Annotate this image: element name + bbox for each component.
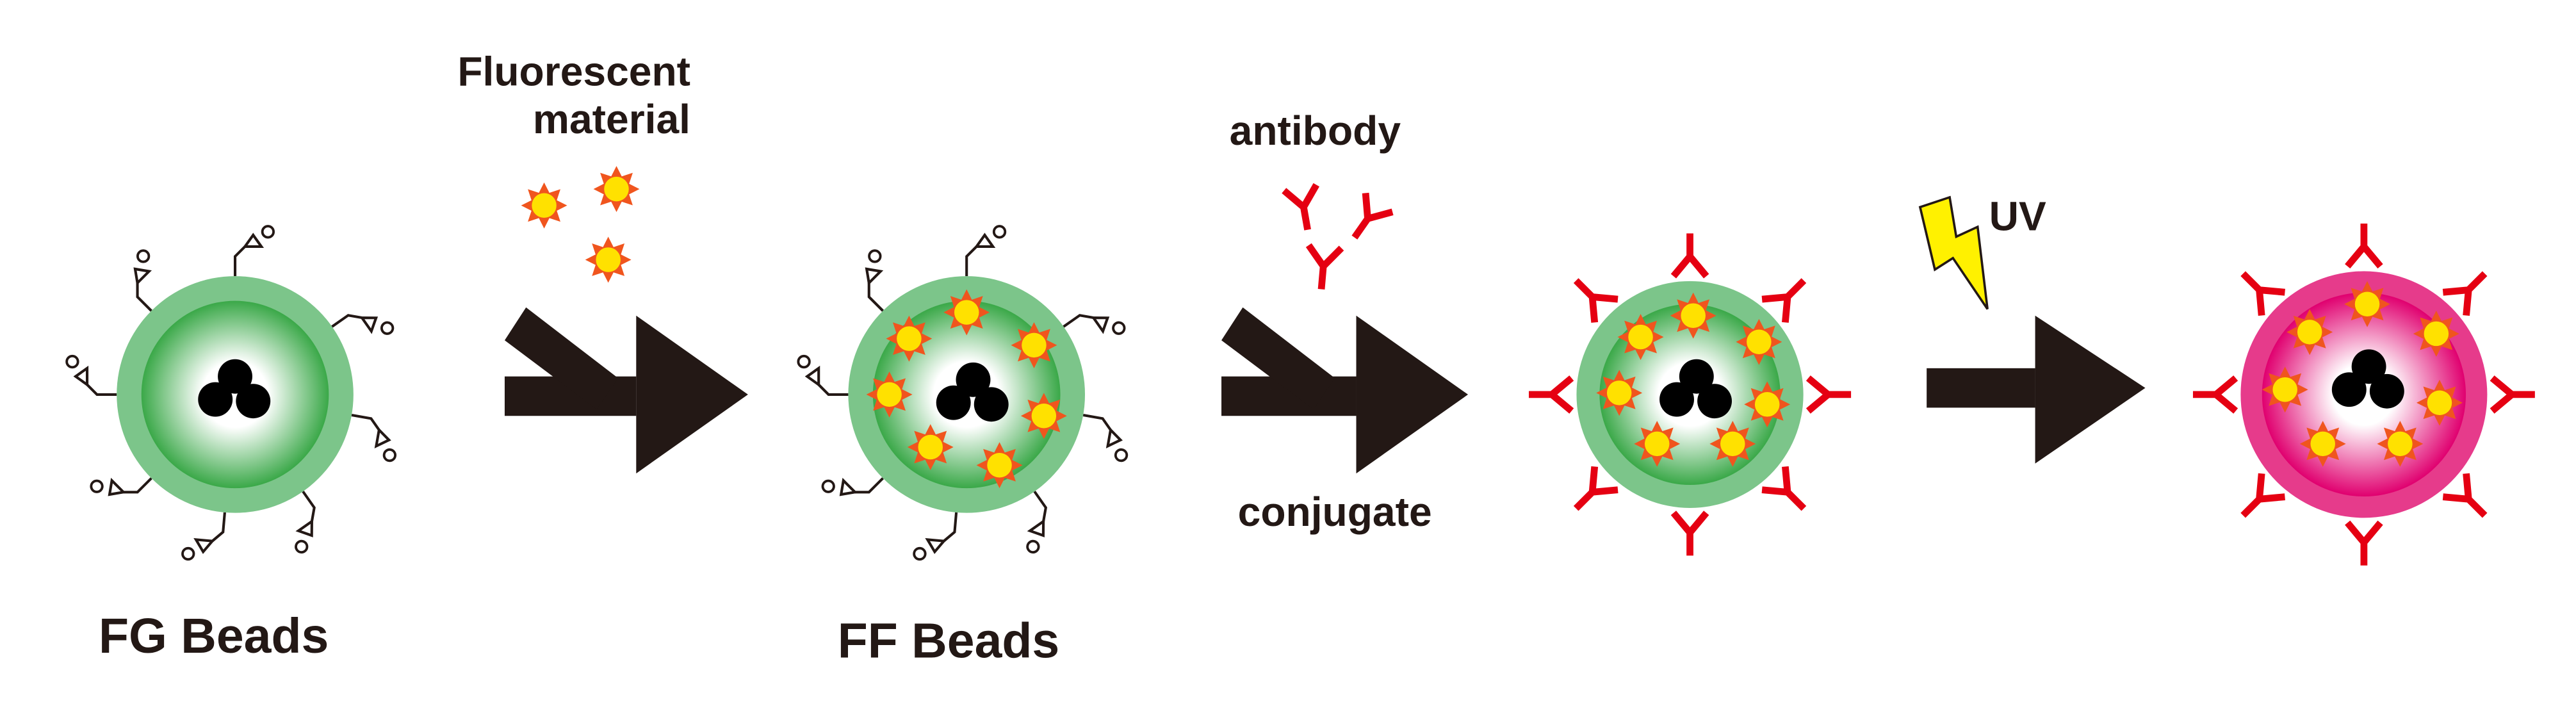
antibody-icon <box>1341 193 1392 247</box>
fluorescent-star-icon <box>521 182 567 229</box>
fluorescent-star-icon <box>866 371 913 418</box>
fluorescent-star-icon <box>1011 322 1057 368</box>
fluorescent-star-icon <box>2344 281 2390 327</box>
antibody-icon <box>1284 185 1324 233</box>
epoxy-group-icon <box>67 356 117 395</box>
antibody-icon <box>2193 378 2236 411</box>
fluorescent-star-icon <box>1596 370 1643 416</box>
fluorescent-star-icon <box>1670 292 1716 339</box>
fluorescent-star-icon <box>1020 393 1067 439</box>
bead-core <box>141 300 329 489</box>
fluorescent-star-icon <box>585 236 632 283</box>
arrow-branch <box>1221 307 1335 409</box>
fluorescent-star-icon <box>1617 314 1664 360</box>
epoxy-group-icon <box>798 356 848 395</box>
arrow-icon <box>2035 315 2146 464</box>
fluorescent-star-icon <box>593 166 640 213</box>
antibody-icon <box>1529 378 1572 411</box>
epoxy-group-icon <box>345 415 401 462</box>
antibody-label: antibody <box>1230 108 1401 154</box>
arrow-icon <box>1356 315 1469 474</box>
fluorescent-star-icon <box>1736 318 1782 365</box>
fg-bead <box>67 226 401 562</box>
fluorescent-star-icon <box>943 289 990 336</box>
fluorescent-star-icon <box>1744 381 1791 428</box>
epoxy-group-icon <box>235 226 273 276</box>
antibody-icon <box>2347 224 2380 266</box>
epoxy-group-icon <box>1077 415 1132 462</box>
uv-arrow <box>1927 315 2146 464</box>
epoxy-group-icon <box>913 509 956 562</box>
conjugated-bead <box>1529 233 1851 555</box>
fluorescent-star-icon <box>2413 311 2459 357</box>
fluorescent-particles <box>521 166 640 283</box>
antibody-icon <box>1674 513 1706 556</box>
free-antibodies <box>1284 185 1392 291</box>
antibody-icon <box>1808 378 1851 411</box>
arrow-shaft <box>1927 368 2035 408</box>
fluorescent-star-icon <box>2299 420 2346 467</box>
fluorescent-star-icon <box>1709 420 1756 467</box>
fluorescent-star-icon <box>886 315 933 362</box>
ff-beads-label: FF Beads <box>838 613 1060 668</box>
epoxy-group-icon <box>966 226 1005 276</box>
uv-label: UV <box>1989 193 2046 239</box>
fluorescent-star-icon <box>907 424 954 470</box>
antibody-icon <box>2492 378 2535 411</box>
antibody-icon <box>1674 233 1706 276</box>
arrow-branch <box>504 307 619 409</box>
lightning-icon <box>1918 195 1989 310</box>
merge-arrow-1 <box>504 307 748 474</box>
conjugate-label: conjugate <box>1238 489 1432 535</box>
antibody-icon <box>1305 245 1341 291</box>
antibody-icon <box>2347 523 2380 566</box>
fluorescent-star-icon <box>2417 379 2463 426</box>
fluorescent-label-line1: Fluorescent <box>457 48 690 94</box>
activated-bead <box>2193 224 2535 566</box>
fluorescent-star-icon <box>2287 309 2333 356</box>
fluorescent-label-line2: material <box>533 96 690 142</box>
fg-beads-label: FG Beads <box>99 609 329 664</box>
fluorescent-star-icon <box>2377 420 2424 467</box>
arrow-icon <box>636 315 748 474</box>
fluorescent-material-label: Fluorescent material <box>457 48 690 142</box>
fluorescent-star-icon <box>1634 420 1681 467</box>
merge-arrow-2 <box>1221 307 1469 474</box>
ff-bead <box>798 226 1132 562</box>
epoxy-group-icon <box>182 509 225 562</box>
fluorescent-star-icon <box>2262 366 2308 413</box>
fluorescent-star-icon <box>976 442 1023 489</box>
